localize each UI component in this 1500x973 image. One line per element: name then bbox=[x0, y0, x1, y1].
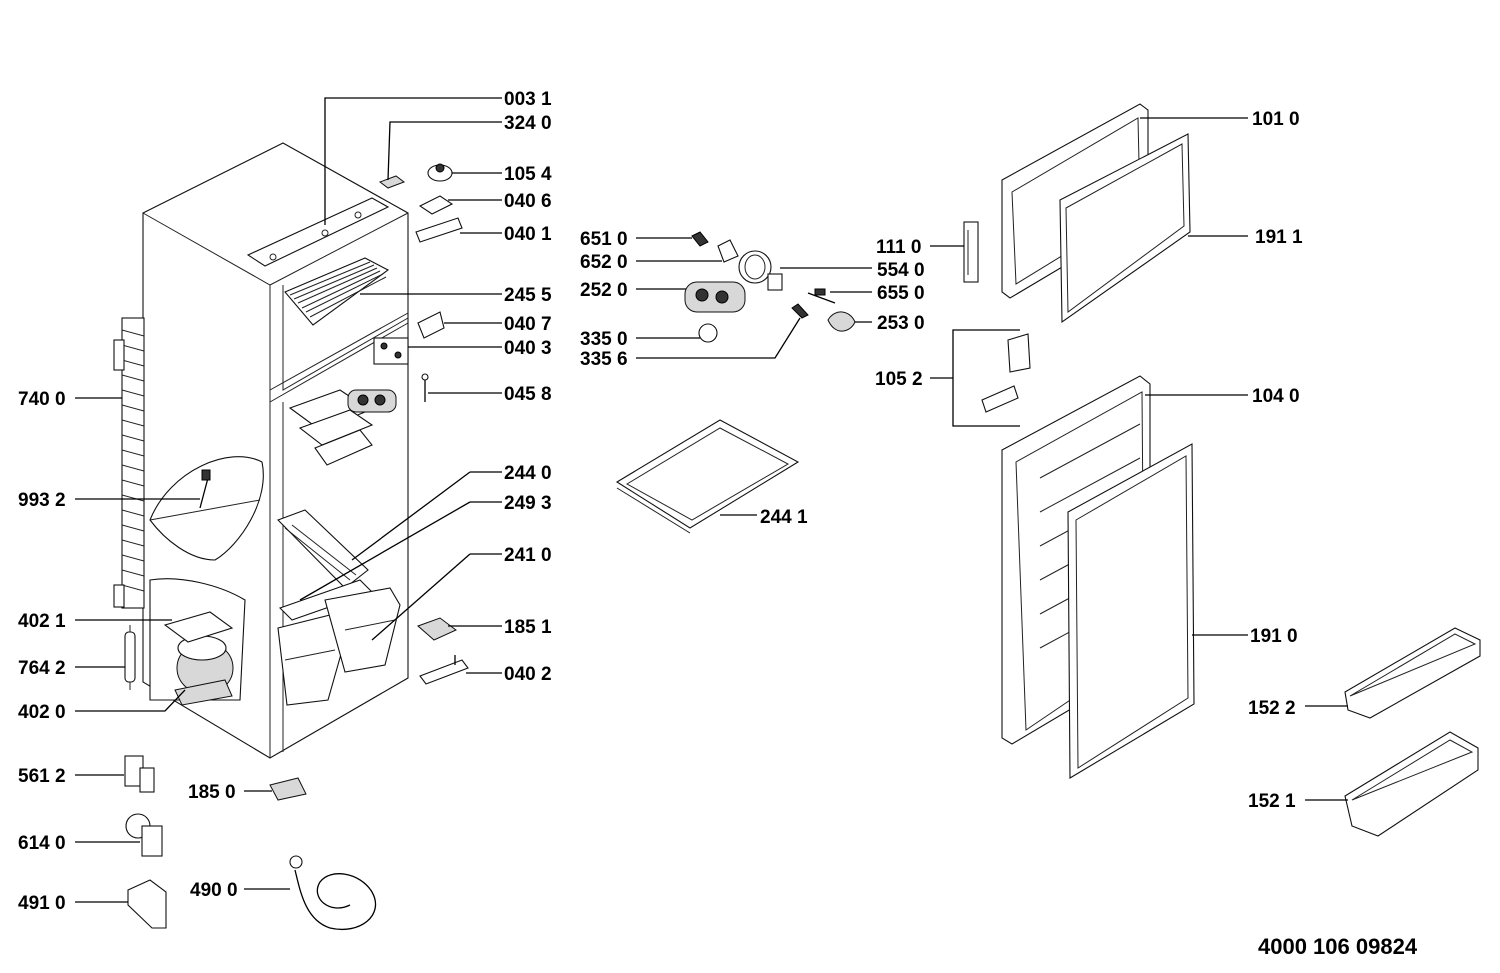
part-number-labels: 003 1 324 0 105 4 040 6 040 1 245 5 040 … bbox=[18, 89, 1418, 959]
label-104-0: 104 0 bbox=[1252, 386, 1300, 407]
drain-heater bbox=[149, 456, 264, 561]
drawing-number: 4000 106 09824 bbox=[1258, 934, 1418, 959]
filter-dryer bbox=[124, 625, 136, 690]
label-241-0: 241 0 bbox=[504, 545, 552, 566]
label-335-6: 335 6 bbox=[580, 349, 628, 370]
label-111-0: 111 0 bbox=[876, 237, 921, 258]
label-993-2: 993 2 bbox=[18, 490, 66, 511]
leader-lines bbox=[75, 97, 1348, 903]
label-191-0: 191 0 bbox=[1250, 626, 1298, 647]
label-040-2: 040 2 bbox=[504, 664, 552, 685]
compressor bbox=[149, 578, 246, 706]
label-651-0: 651 0 bbox=[580, 229, 628, 250]
glass-shelf bbox=[615, 419, 800, 534]
label-191-1: 191 1 bbox=[1255, 227, 1303, 248]
label-554-0: 554 0 bbox=[877, 260, 925, 281]
label-249-3: 249 3 bbox=[504, 493, 552, 514]
label-253-0: 253 0 bbox=[877, 313, 925, 334]
label-655-0: 655 0 bbox=[877, 283, 925, 304]
label-040-1: 040 1 bbox=[504, 224, 552, 245]
label-740-0: 740 0 bbox=[18, 389, 66, 410]
label-003-1: 003 1 bbox=[504, 89, 552, 110]
electrical-parts bbox=[124, 755, 377, 930]
label-402-1: 402 1 bbox=[18, 611, 66, 632]
label-244-1: 244 1 bbox=[760, 507, 808, 528]
label-040-3: 040 3 bbox=[504, 338, 552, 359]
label-335-0: 335 0 bbox=[580, 329, 628, 350]
label-245-5: 245 5 bbox=[504, 285, 552, 306]
label-101-0: 101 0 bbox=[1252, 109, 1300, 130]
label-185-1: 185 1 bbox=[504, 617, 552, 638]
label-491-0: 491 0 bbox=[18, 893, 66, 914]
label-402-0: 402 0 bbox=[18, 702, 66, 723]
label-324-0: 324 0 bbox=[504, 113, 552, 134]
label-040-6: 040 6 bbox=[504, 191, 552, 212]
condenser-coil bbox=[113, 317, 145, 609]
label-152-2: 152 2 bbox=[1248, 698, 1296, 719]
cabinet-small-parts bbox=[373, 163, 469, 685]
label-252-0: 252 0 bbox=[580, 280, 628, 301]
freezer-door bbox=[1001, 103, 1191, 324]
label-105-2: 105 2 bbox=[875, 369, 923, 390]
label-185-0: 185 0 bbox=[188, 782, 236, 803]
label-764-2: 764 2 bbox=[18, 658, 66, 679]
door-bottle-racks bbox=[1344, 627, 1481, 837]
label-561-2: 561 2 bbox=[18, 766, 66, 787]
label-652-0: 652 0 bbox=[580, 252, 628, 273]
label-490-0: 490 0 bbox=[190, 880, 238, 901]
label-152-1: 152 1 bbox=[1248, 791, 1296, 812]
label-244-0: 244 0 bbox=[504, 463, 552, 484]
fridge-door bbox=[1001, 375, 1195, 779]
thermostat-lamp-group bbox=[684, 231, 856, 343]
label-614-0: 614 0 bbox=[18, 833, 66, 854]
label-105-4: 105 4 bbox=[504, 164, 552, 185]
label-040-7: 040 7 bbox=[504, 314, 552, 335]
label-045-8: 045 8 bbox=[504, 384, 552, 405]
